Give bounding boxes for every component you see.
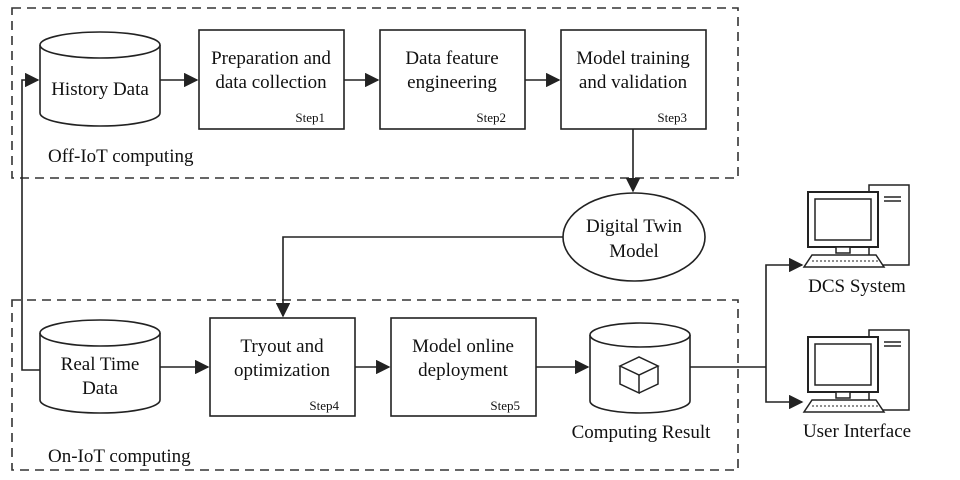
step4-line2: optimization <box>234 360 331 381</box>
digital-twin-line2: Model <box>609 241 659 262</box>
user-interface-label: User Interface <box>803 421 911 442</box>
step1-tag: Step1 <box>295 110 325 125</box>
computing-result-cylinder: Computing Result <box>572 322 712 443</box>
digital-twin-node: Digital Twin Model <box>562 192 706 282</box>
step2-box: Data feature engineering Step2 <box>379 29 526 130</box>
digital-twin-line1: Digital Twin <box>586 216 682 237</box>
real-time-line1: Real Time <box>61 354 140 375</box>
history-data-cylinder: History Data <box>39 31 161 127</box>
on-iot-label: On-IoT computing <box>48 446 191 467</box>
step5-tag: Step5 <box>490 398 520 413</box>
off-iot-zone <box>11 7 739 179</box>
on-iot-zone <box>11 299 739 471</box>
real-time-data-cylinder: Real Time Data <box>39 319 161 414</box>
computing-result-label: Computing Result <box>572 422 712 443</box>
off-iot-label: Off-IoT computing <box>48 146 194 167</box>
step4-line1: Tryout and <box>240 336 324 357</box>
step5-box: Model online deployment Step5 <box>390 317 537 417</box>
cube-icon <box>618 356 660 395</box>
step5-line2: deployment <box>418 360 508 381</box>
step4-tag: Step4 <box>309 398 339 413</box>
step1-line2: data collection <box>215 72 327 93</box>
history-data-label: History Data <box>51 79 149 100</box>
step2-line1: Data feature <box>405 48 498 69</box>
step3-line1: Model training <box>576 48 690 69</box>
step5-line1: Model online <box>412 336 514 357</box>
feedback-realtime-to-history <box>21 72 40 371</box>
step3-box: Model training and validation Step3 <box>560 29 707 130</box>
user-interface-computer-icon <box>802 329 910 413</box>
step2-tag: Step2 <box>476 110 506 125</box>
step3-tag: Step3 <box>657 110 687 125</box>
step1-line1: Preparation and <box>211 48 331 69</box>
dcs-system-label: DCS System <box>808 276 906 297</box>
step1-box: Preparation and data collection Step1 <box>198 29 345 130</box>
step2-line2: engineering <box>407 72 497 93</box>
dcs-computer-icon <box>802 184 910 268</box>
step4-box: Tryout and optimization Step4 <box>209 317 356 417</box>
arrow-result-to-ui <box>765 367 804 410</box>
arrow-twin-to-step4 <box>275 236 563 318</box>
arrow-result-to-dcs <box>765 257 804 367</box>
real-time-line2: Data <box>82 378 118 399</box>
step3-line2: and validation <box>579 72 688 93</box>
